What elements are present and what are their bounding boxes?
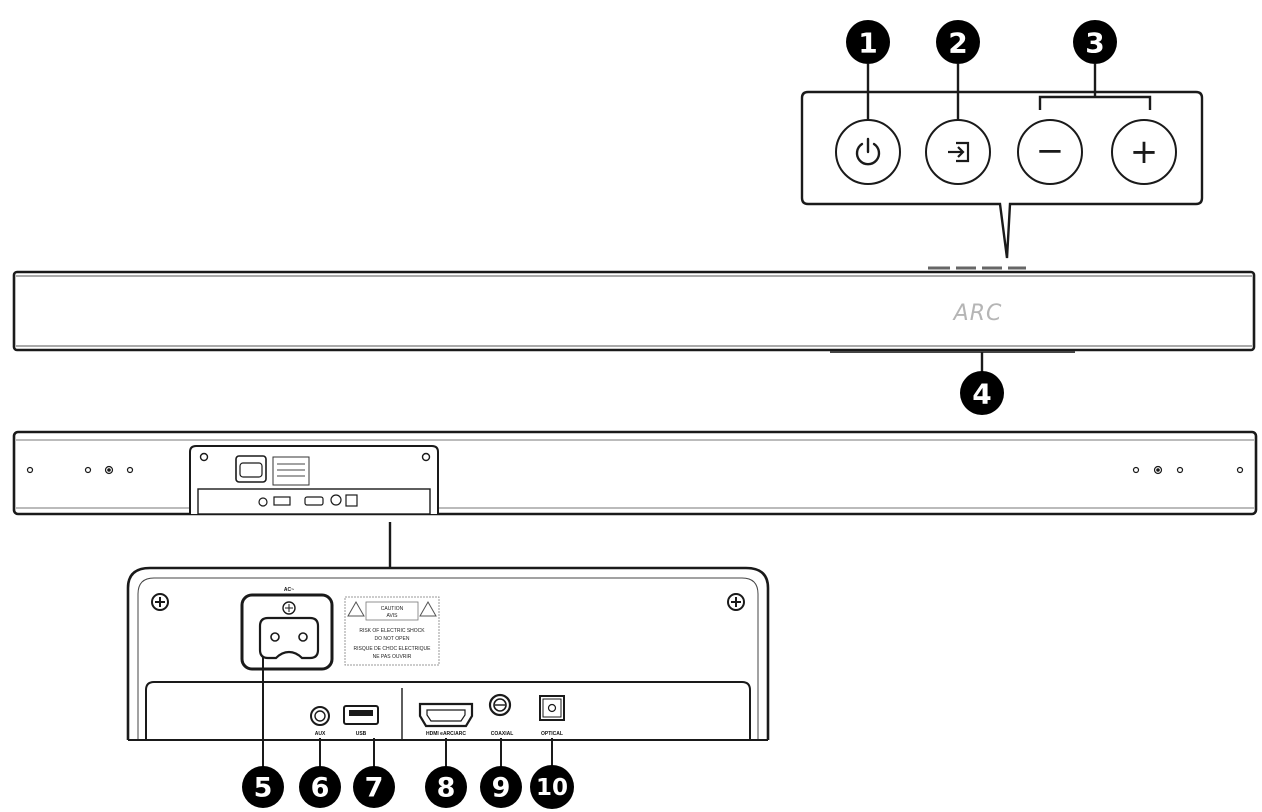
callout-3: 3 — [1073, 20, 1117, 64]
callout-8: 8 — [425, 766, 467, 808]
hdmi-label: HDMI eARC/ARC — [426, 731, 466, 737]
aux-label: AUX — [315, 731, 326, 737]
svg-text:DO NOT OPEN: DO NOT OPEN — [375, 636, 410, 642]
callout-5: 5 — [242, 766, 284, 808]
svg-text:1: 1 — [858, 27, 877, 60]
front-display-text: ARC — [952, 301, 1003, 326]
svg-text:4: 4 — [972, 378, 991, 411]
optical-port[interactable]: OPTICAL — [539, 695, 565, 737]
svg-text:7: 7 — [365, 773, 384, 804]
svg-text:8: 8 — [437, 773, 456, 804]
callout-10: 10 — [530, 765, 574, 809]
plus-icon: + — [1130, 132, 1159, 172]
svg-text:RISQUE DE CHOC ELECTRIQUE: RISQUE DE CHOC ELECTRIQUE — [354, 646, 432, 652]
source-input-icon — [948, 141, 970, 163]
callout-4: 4 — [960, 371, 1004, 415]
rear-panel-thumbnail — [189, 445, 439, 515]
soundbar-rear-view — [12, 430, 1258, 516]
ac-power-input[interactable]: AC~ — [240, 587, 334, 671]
rear-panel-detail: AC~ CAUTION AVIS RISK OF ELECTRIC SHOCK … — [126, 566, 770, 770]
svg-text:10: 10 — [536, 775, 568, 801]
mounting-screws-right — [1132, 465, 1244, 475]
callouts: 1 2 3 4 5 6 7 8 — [242, 20, 1117, 809]
ac-label: AC~ — [284, 587, 294, 593]
warning-triangle-icon — [419, 600, 437, 617]
volume-down-button[interactable]: − — [1017, 119, 1083, 185]
minus-icon: − — [1036, 131, 1065, 171]
svg-text:AVIS: AVIS — [386, 613, 398, 619]
callout-1: 1 — [846, 20, 890, 64]
aux-port[interactable]: AUX — [310, 706, 330, 737]
power-button[interactable] — [835, 119, 901, 185]
source-button[interactable] — [925, 119, 991, 185]
hdmi-earc-port[interactable]: HDMI eARC/ARC — [418, 702, 474, 737]
svg-text:9: 9 — [492, 773, 511, 804]
caution-label: CAUTION AVIS RISK OF ELECTRIC SHOCK DO N… — [344, 596, 440, 666]
callout-2: 2 — [936, 20, 980, 64]
callout-9: 9 — [480, 766, 522, 808]
optical-label: OPTICAL — [541, 731, 563, 737]
svg-text:RISK OF ELECTRIC SHOCK: RISK OF ELECTRIC SHOCK — [359, 628, 425, 634]
warning-triangle-icon — [347, 600, 365, 617]
usb-label: USB — [356, 731, 367, 737]
panel-screw-left — [151, 593, 169, 611]
svg-text:NE PAS OUVRIR: NE PAS OUVRIR — [373, 654, 412, 660]
svg-text:6: 6 — [311, 773, 330, 804]
svg-text:2: 2 — [948, 27, 967, 60]
volume-bracket — [1038, 95, 1152, 110]
callout-6: 6 — [299, 766, 341, 808]
svg-text:3: 3 — [1085, 27, 1104, 60]
svg-text:CAUTION: CAUTION — [381, 606, 404, 612]
power-icon — [855, 137, 881, 166]
soundbar-front-view: ARC — [12, 266, 1256, 372]
mounting-screws-left — [26, 465, 134, 475]
coaxial-label: COAXIAL — [491, 731, 514, 737]
panel-screw-right — [727, 593, 745, 611]
volume-up-button[interactable]: + — [1111, 119, 1177, 185]
svg-text:5: 5 — [254, 773, 273, 804]
callout-7: 7 — [353, 766, 395, 808]
coaxial-port[interactable]: COAXIAL — [488, 693, 514, 737]
usb-port[interactable]: USB — [343, 705, 379, 737]
callout-leaders — [262, 657, 553, 770]
top-button-panel-inset: − + — [800, 64, 1204, 259]
